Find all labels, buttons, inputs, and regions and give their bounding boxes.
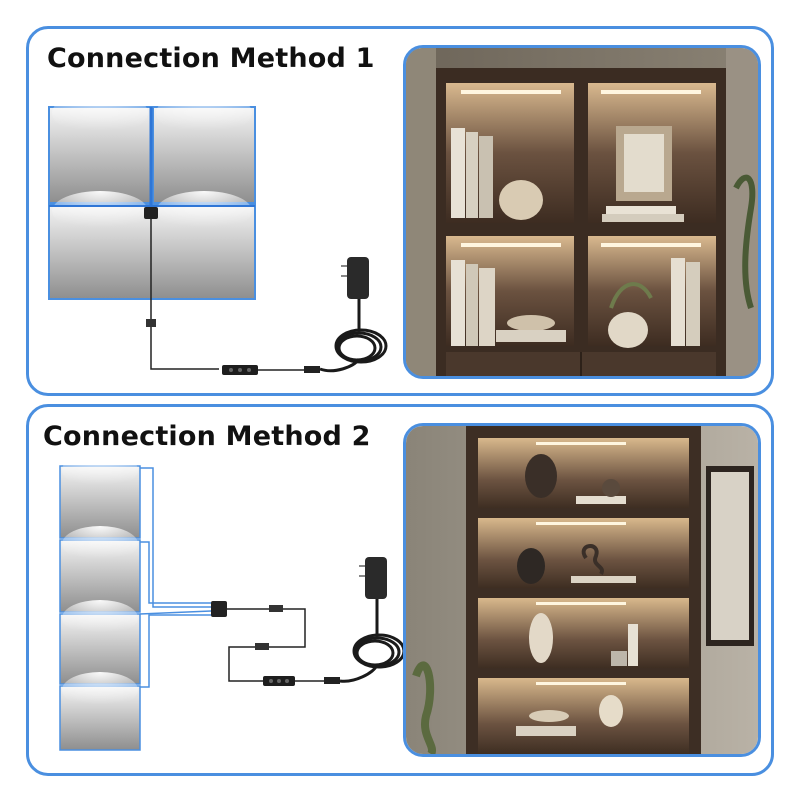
- cable-joint: [146, 319, 156, 327]
- method-2-title: Connection Method 2: [43, 421, 371, 452]
- four-way-splitter: [211, 601, 227, 617]
- cabinet-grid: [48, 91, 256, 300]
- method-2-wiring-diagram: [59, 452, 406, 751]
- adapter-cable-coil: [319, 299, 388, 373]
- power-adapter-2: [359, 557, 387, 599]
- shelf-stack: [59, 452, 141, 751]
- method-1-title: Connection Method 1: [47, 43, 375, 74]
- connection-method-1-panel: Connection Method 1: [26, 26, 774, 396]
- splitter-connector: [144, 207, 158, 219]
- bookcase-4-cubby-image: [406, 48, 758, 376]
- connection-method-2-panel: Connection Method 2: [26, 404, 774, 776]
- method-1-wiring-diagram: [48, 91, 388, 375]
- method-1-shelf-photo: [403, 45, 761, 379]
- adapter-cable-coil-2: [339, 597, 406, 683]
- bookcase-5-shelf-image: [406, 426, 758, 754]
- power-adapter: [341, 257, 369, 299]
- method-2-shelf-photo: [403, 423, 761, 757]
